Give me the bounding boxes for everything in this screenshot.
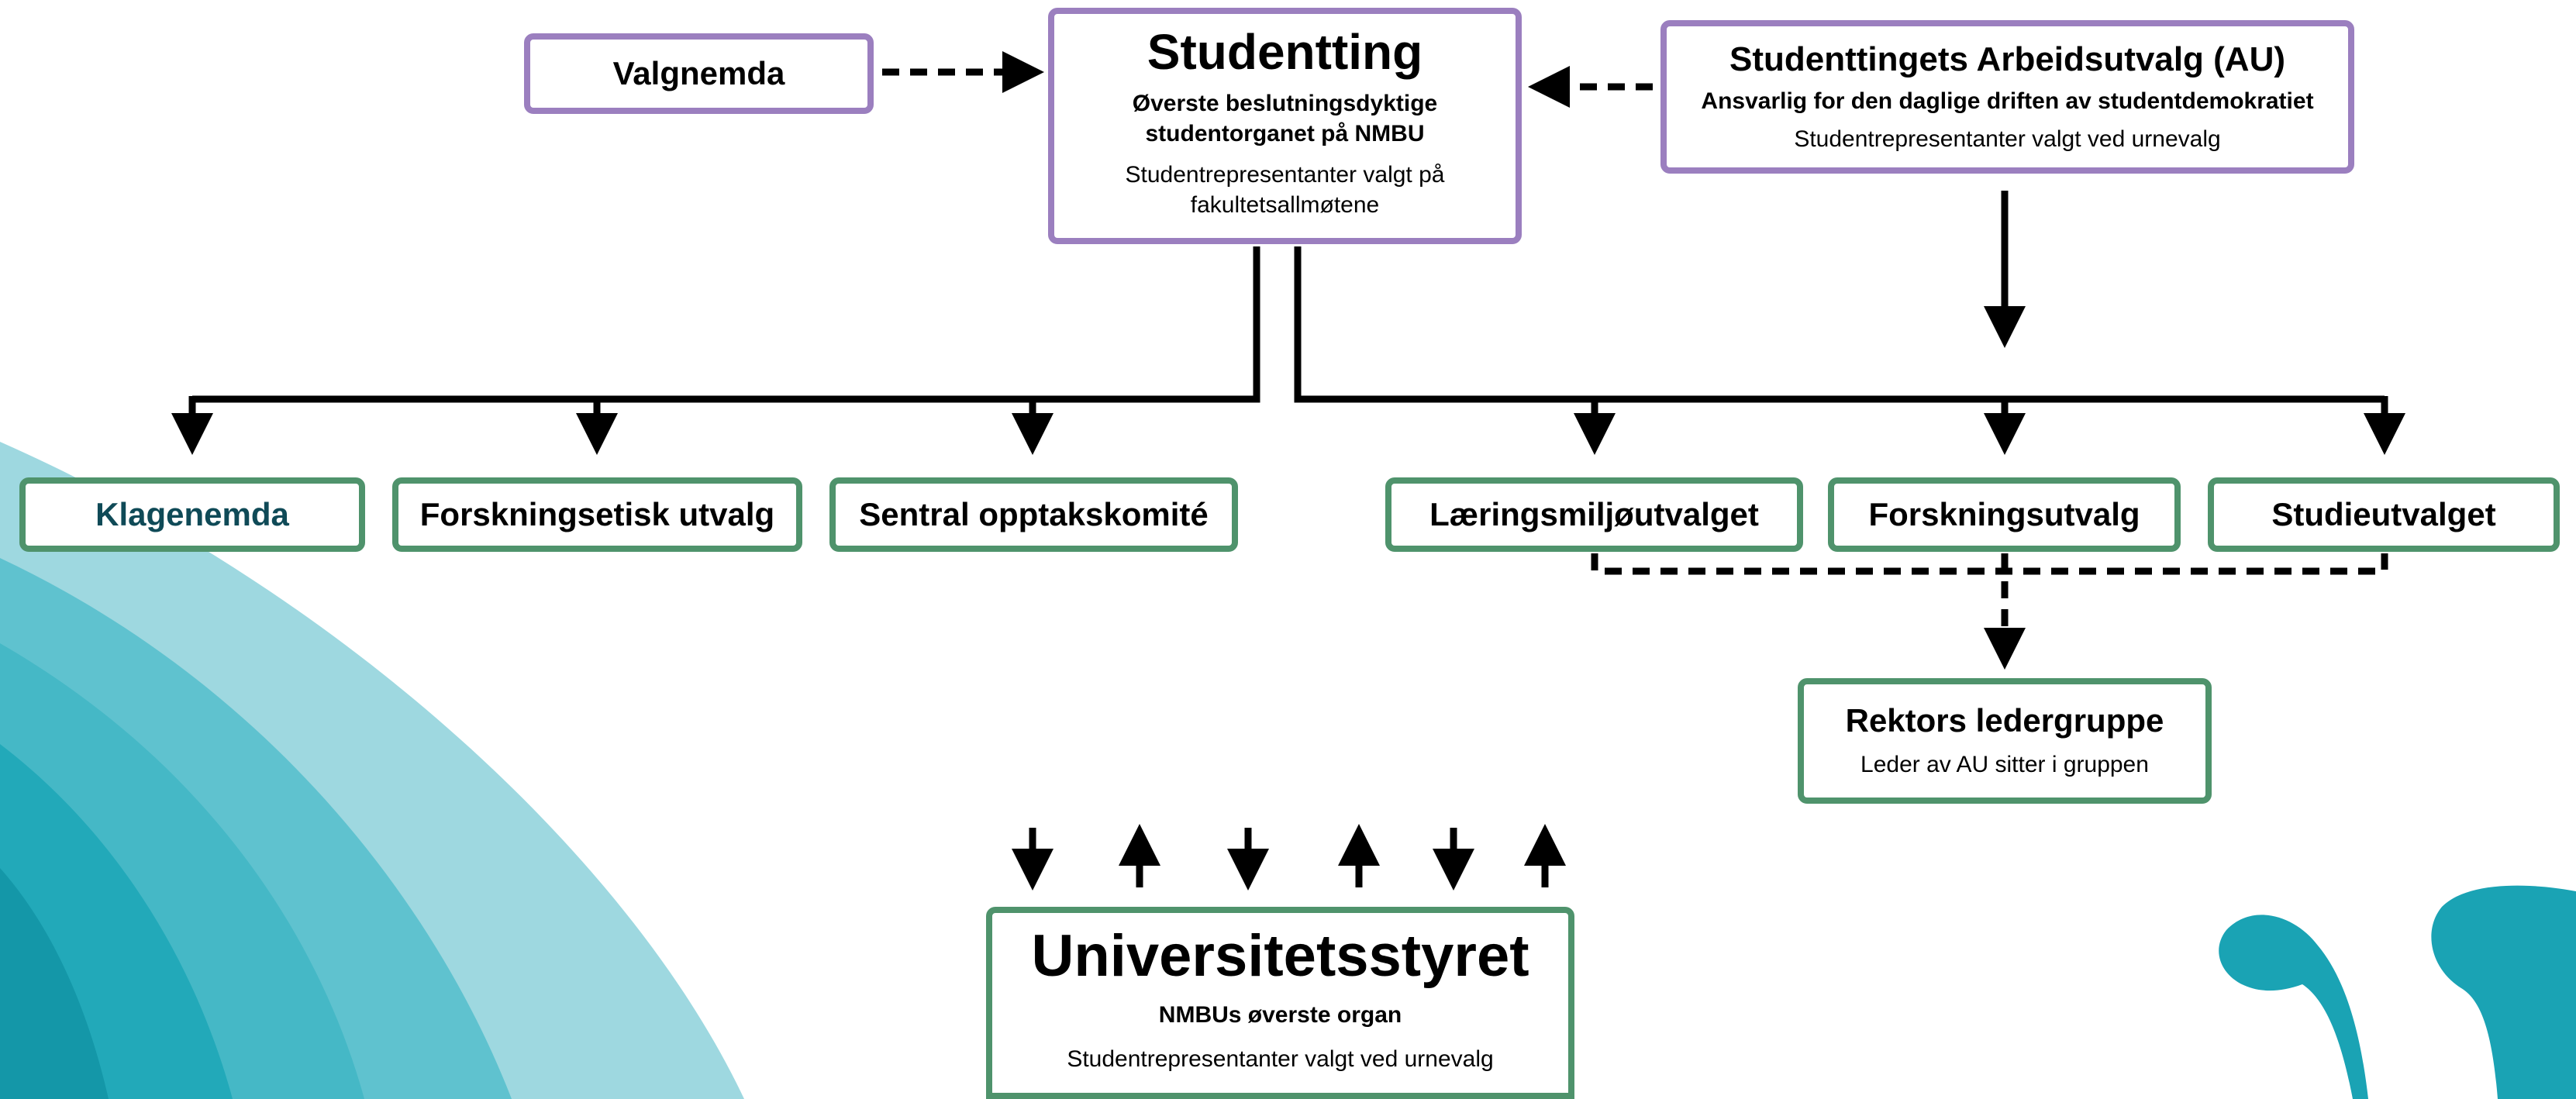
styret-note: Studentrepresentanter valgt ved urnevalg <box>1067 1046 1494 1072</box>
opptakskomite-label: Sentral opptakskomité <box>859 495 1209 532</box>
styret-subtitle: NMBUs øverste organ <box>1158 1001 1402 1028</box>
klagenemda-box: Klagenemda <box>19 477 365 552</box>
forskningsetisk-label: Forskningsetisk utvalg <box>419 495 775 532</box>
forskningsetisk-box: Forskningsetisk utvalg <box>392 477 802 552</box>
studentting-subtitle: Øverste beslutningsdyktige studentorgane… <box>1132 91 1438 147</box>
studentting-title: Studentting <box>1147 24 1423 80</box>
studentting-box: Studentting Øverste beslutningsdyktige s… <box>1048 8 1522 244</box>
logo-curl-right <box>2431 885 2576 1099</box>
rektor-title: Rektors ledergruppe <box>1845 702 2164 739</box>
styret-title: Universitetsstyret <box>1031 923 1529 989</box>
au-subtitle: Ansvarlig for den daglige driften av stu… <box>1701 88 2314 115</box>
opptakskomite-box: Sentral opptakskomité <box>829 477 1238 552</box>
forskningsutvalg-label: Forskningsutvalg <box>1868 495 2140 532</box>
rektor-box: Rektors ledergruppe Leder av AU sitter i… <box>1798 678 2212 804</box>
styret-box: Universitetsstyret NMBUs øverste organ S… <box>986 907 1574 1099</box>
dashed-collector <box>1591 553 2388 575</box>
au-title: Studenttingets Arbeidsutvalg (AU) <box>1729 40 2286 78</box>
laeringsmiljo-label: Læringsmiljøutvalget <box>1429 495 1759 532</box>
logo-curl-left <box>2219 915 2368 1099</box>
wave-band-darkest <box>0 868 109 1099</box>
studentting-note: Studentrepresentanter valgt på fakultets… <box>1125 162 1445 219</box>
rektor-note: Leder av AU sitter i gruppen <box>1860 751 2149 777</box>
au-note: Studentrepresentanter valgt ved urnevalg <box>1794 126 2221 153</box>
au-box: Studenttingets Arbeidsutvalg (AU) Ansvar… <box>1660 20 2354 174</box>
valgnemda-box: Valgnemda <box>524 33 874 114</box>
valgnemda-label: Valgnemda <box>612 54 785 91</box>
nmbu-logo-mark <box>2219 885 2576 1099</box>
laeringsmiljo-box: Læringsmiljøutvalget <box>1385 477 1803 552</box>
forskningsutvalg-box: Forskningsutvalg <box>1828 477 2181 552</box>
studieutvalget-label: Studieutvalget <box>2271 495 2496 532</box>
branch-right <box>1294 246 2385 403</box>
branch-left <box>192 246 1260 403</box>
klagenemda-label: Klagenemda <box>95 495 289 532</box>
studieutvalget-box: Studieutvalget <box>2208 477 2560 552</box>
